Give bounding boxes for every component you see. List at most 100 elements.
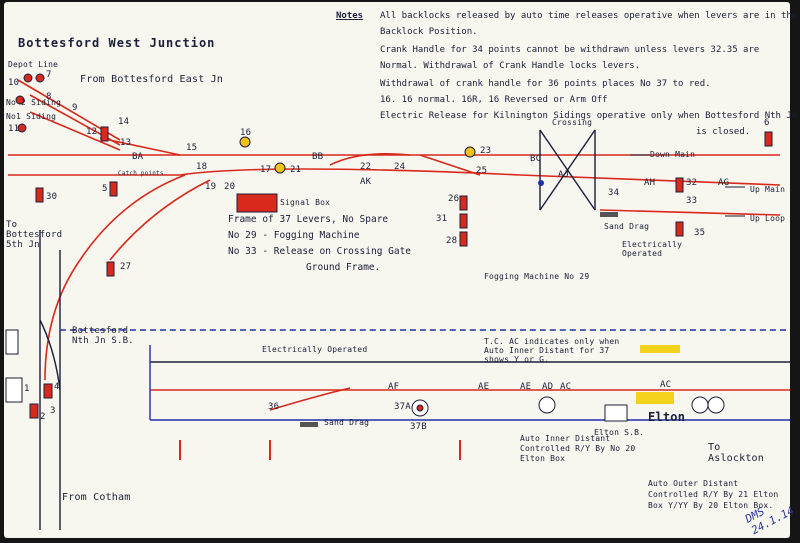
lever-1: 1 (24, 384, 30, 394)
label-sand-drag-lower: Sand Drag (324, 418, 370, 427)
signal-27 (106, 261, 115, 277)
up-loop-line (599, 209, 781, 216)
notes-line: Withdrawal of crank handle for 36 points… (380, 79, 711, 89)
tc-label: AE (478, 382, 490, 392)
signal-4 (43, 383, 53, 399)
building-west (5, 377, 23, 403)
notes-line: 16. 16 normal. 16R, 16 Reversed or Arm O… (380, 95, 608, 105)
signal-10 (23, 73, 33, 83)
lever-25: 25 (476, 166, 488, 176)
south-curve-line-2 (109, 179, 211, 261)
label-from-cotham: From Cotham (62, 492, 131, 503)
frame-line-4: Ground Frame. (306, 262, 381, 273)
lever-32: 32 (686, 178, 698, 188)
siding-no1 (29, 111, 121, 151)
lever-37a: 37A (394, 402, 411, 412)
lever-9: 9 (72, 103, 78, 113)
signal-17 (274, 162, 286, 174)
label-sand-drag-upper: Sand Drag (604, 222, 650, 231)
lever-2: 2 (40, 412, 46, 422)
signal-6 (764, 131, 773, 147)
label-bottesford-north-sb: Bottesford Nth Jn S.B. (72, 326, 134, 346)
crossing-x2 (539, 129, 596, 211)
notes-line: is closed. (696, 127, 751, 137)
tc-label: AG (718, 178, 730, 188)
label-no1-siding: No1 Siding (6, 112, 57, 121)
label-crossing: Crossing (552, 118, 593, 127)
lower-curve (269, 387, 351, 411)
lever-20: 20 (224, 182, 236, 192)
lever-24: 24 (394, 162, 406, 172)
label-electrically-operated-upper: Electrically Operated (622, 240, 683, 258)
signal-5 (109, 181, 118, 197)
lever-15: 15 (186, 143, 198, 153)
notes-line: Backlock Position. (380, 27, 478, 37)
annotation-ac-note: T.C. AC indicates only when Auto Inner D… (484, 337, 620, 364)
label-signal-box: Signal Box (280, 198, 331, 207)
signal-31 (459, 213, 468, 229)
label-no2-siding: No 2 Siding (6, 98, 62, 107)
label-elton: Elton (648, 410, 686, 424)
lever-21: 21 (290, 165, 302, 175)
north-jn-curve (39, 319, 61, 391)
label-up-loop: Up Loop (750, 214, 786, 223)
tc-label: AJ (558, 170, 570, 180)
label-electrically-operated-lower: Electrically Operated (262, 345, 368, 354)
signal-35 (675, 221, 684, 237)
sand-drag-upper (600, 212, 618, 217)
signal-23 (464, 146, 476, 158)
annotation-auto-inner: Auto Inner Distant Controlled R/Y By No … (520, 434, 636, 463)
east-junction (99, 137, 181, 156)
tc-ac-yellow-1 (640, 345, 680, 353)
auto-outer-2 (707, 396, 725, 414)
frame-line-3: No 33 - Release on Crossing Gate (228, 246, 412, 257)
lever-14: 14 (118, 117, 130, 127)
label-elton-sb: Elton S.B. (594, 428, 645, 437)
sand-drag-lower (300, 422, 318, 427)
tc-label: AE (520, 382, 532, 392)
lever-28: 28 (446, 236, 458, 246)
lever-27: 27 (120, 262, 132, 272)
diagram-card (4, 2, 790, 538)
label-fogging-machine: Fogging Machine No 29 (484, 272, 590, 281)
signal-30 (35, 187, 44, 203)
label-catch-points: Catch points (118, 170, 164, 177)
signal-16 (239, 136, 251, 148)
signal-7 (35, 73, 45, 83)
notes-line: Electric Release for Kilnington Sidings … (380, 111, 798, 121)
lever-18: 18 (196, 162, 208, 172)
lever-5: 5 (102, 184, 108, 194)
lever-13: 13 (120, 138, 132, 148)
lever-23: 23 (480, 146, 492, 156)
lever-11: 11 (8, 124, 20, 134)
signal-11 (17, 123, 27, 133)
lever-26: 26 (448, 194, 460, 204)
label-up-main: Up Main (750, 185, 786, 194)
lever-36: 36 (268, 402, 280, 412)
frame-info: Frame of 37 Levers, No Spare No 29 - Fog… (228, 212, 411, 276)
signal-28 (459, 231, 468, 247)
signal-8 (15, 95, 25, 105)
signal-32 (675, 177, 684, 193)
label-to-aslockton: To Aslockton (708, 442, 764, 464)
lever-3: 3 (50, 406, 56, 416)
signal-12 (100, 126, 109, 142)
lever-19: 19 (205, 182, 217, 192)
tc-label: AC (560, 382, 572, 392)
lever-10: 10 (8, 78, 20, 88)
lever-7: 7 (46, 70, 52, 80)
notes-line: Crank Handle for 34 points cannot be wit… (380, 45, 760, 55)
lever-37b: 37B (410, 422, 427, 432)
tc-label: AH (644, 178, 656, 188)
lever-34: 34 (608, 188, 620, 198)
frame-line-1: Frame of 37 Levers, No Spare (228, 214, 389, 225)
tc-label: BB (312, 152, 324, 162)
tc-label: AC (660, 380, 672, 390)
page-title: Bottesford West Junction (18, 36, 216, 50)
lever-6: 6 (764, 118, 770, 128)
label-to-bottesford-south: To Bottesford 5th Jn (6, 220, 63, 250)
lever-4: 4 (54, 382, 60, 392)
tc-ac-yellow-2 (636, 392, 674, 404)
auto-outer-1 (691, 396, 709, 414)
